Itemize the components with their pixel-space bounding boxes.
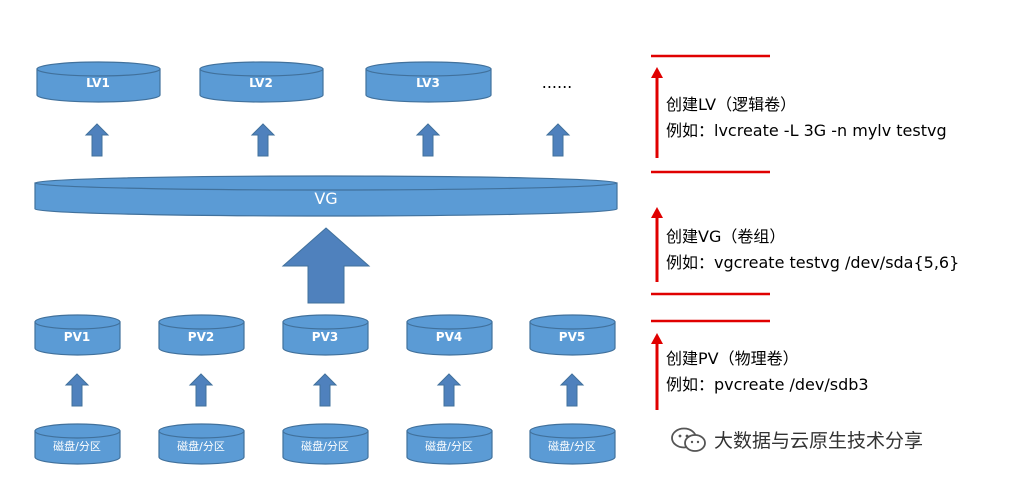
pv-note-title: 创建PV（物理卷） bbox=[666, 349, 799, 368]
disk-row: 磁盘/分区 磁盘/分区 磁盘/分区 磁盘/分区 磁盘/分区 bbox=[34, 423, 616, 465]
up-arrow-icon bbox=[559, 373, 585, 407]
red-up-arrow-icon bbox=[651, 67, 663, 158]
physical-disk: 磁盘/分区 bbox=[34, 423, 121, 465]
red-up-arrow-icon bbox=[651, 333, 663, 410]
lv-label: LV3 bbox=[416, 76, 440, 90]
annotation-lines bbox=[651, 54, 770, 410]
physical-disk: 磁盘/分区 bbox=[529, 423, 616, 465]
up-arrow-icon bbox=[415, 123, 441, 157]
pv-disk: PV2 bbox=[158, 314, 245, 356]
watermark: 大数据与云原生技术分享 bbox=[670, 426, 923, 453]
lv-disk: LV3 bbox=[365, 61, 492, 103]
red-up-arrow-icon bbox=[651, 207, 663, 282]
lv-disk: LV1 bbox=[36, 61, 161, 103]
disk-label: 磁盘/分区 bbox=[177, 439, 225, 453]
pv-disk: PV3 bbox=[282, 314, 369, 356]
big-up-arrow-icon bbox=[281, 227, 371, 304]
vg-note-example: 例如：vgcreate testvg /dev/sda{5,6} bbox=[666, 253, 960, 272]
physical-disk: 磁盘/分区 bbox=[406, 423, 493, 465]
up-arrow-icon bbox=[312, 373, 338, 407]
lv-note-title: 创建LV（逻辑卷） bbox=[666, 95, 797, 114]
lv-note-example: 例如：lvcreate -L 3G -n mylv testvg bbox=[666, 121, 947, 140]
physical-disk: 磁盘/分区 bbox=[282, 423, 369, 465]
watermark-text: 大数据与云原生技术分享 bbox=[714, 430, 924, 452]
pv-label: PV4 bbox=[436, 330, 462, 344]
vg-note-title: 创建VG（卷组） bbox=[666, 227, 786, 246]
lv-ellipsis: ...... bbox=[542, 73, 573, 92]
vg-disk: VG bbox=[34, 175, 618, 217]
pv-arrows bbox=[64, 373, 585, 407]
pv-disk: PV4 bbox=[406, 314, 493, 356]
lv-disk: LV2 bbox=[199, 61, 324, 103]
up-arrow-icon bbox=[84, 123, 110, 157]
up-arrow-icon bbox=[436, 373, 462, 407]
pv-label: PV1 bbox=[64, 330, 90, 344]
pv-note: 创建PV（物理卷） 例如：pvcreate /dev/sdb3 bbox=[666, 346, 869, 398]
vg-label: VG bbox=[314, 189, 337, 208]
pv-row: PV1 PV2 PV3 PV4 PV5 bbox=[34, 314, 616, 356]
lv-label: LV2 bbox=[249, 76, 273, 90]
disk-label: 磁盘/分区 bbox=[301, 439, 349, 453]
lv-note: 创建LV（逻辑卷） 例如：lvcreate -L 3G -n mylv test… bbox=[666, 92, 947, 144]
up-arrow-icon bbox=[250, 123, 276, 157]
disk-label: 磁盘/分区 bbox=[548, 439, 596, 453]
pv-label: PV2 bbox=[188, 330, 214, 344]
up-arrow-icon bbox=[64, 373, 90, 407]
pv-disk: PV1 bbox=[34, 314, 121, 356]
pv-disk: PV5 bbox=[529, 314, 616, 356]
vg-note: 创建VG（卷组） 例如：vgcreate testvg /dev/sda{5,6… bbox=[666, 224, 959, 276]
pv-label: PV5 bbox=[559, 330, 585, 344]
physical-disk: 磁盘/分区 bbox=[158, 423, 245, 465]
up-arrow-icon bbox=[545, 123, 571, 157]
lv-row: LV1 LV2 LV3 ...... bbox=[36, 61, 573, 103]
wechat-icon bbox=[671, 427, 706, 452]
up-arrow-icon bbox=[188, 373, 214, 407]
disk-label: 磁盘/分区 bbox=[53, 439, 101, 453]
lv-arrows bbox=[84, 123, 571, 157]
lv-label: LV1 bbox=[86, 76, 110, 90]
pv-note-example: 例如：pvcreate /dev/sdb3 bbox=[666, 375, 869, 394]
pv-label: PV3 bbox=[312, 330, 338, 344]
disk-label: 磁盘/分区 bbox=[425, 439, 473, 453]
